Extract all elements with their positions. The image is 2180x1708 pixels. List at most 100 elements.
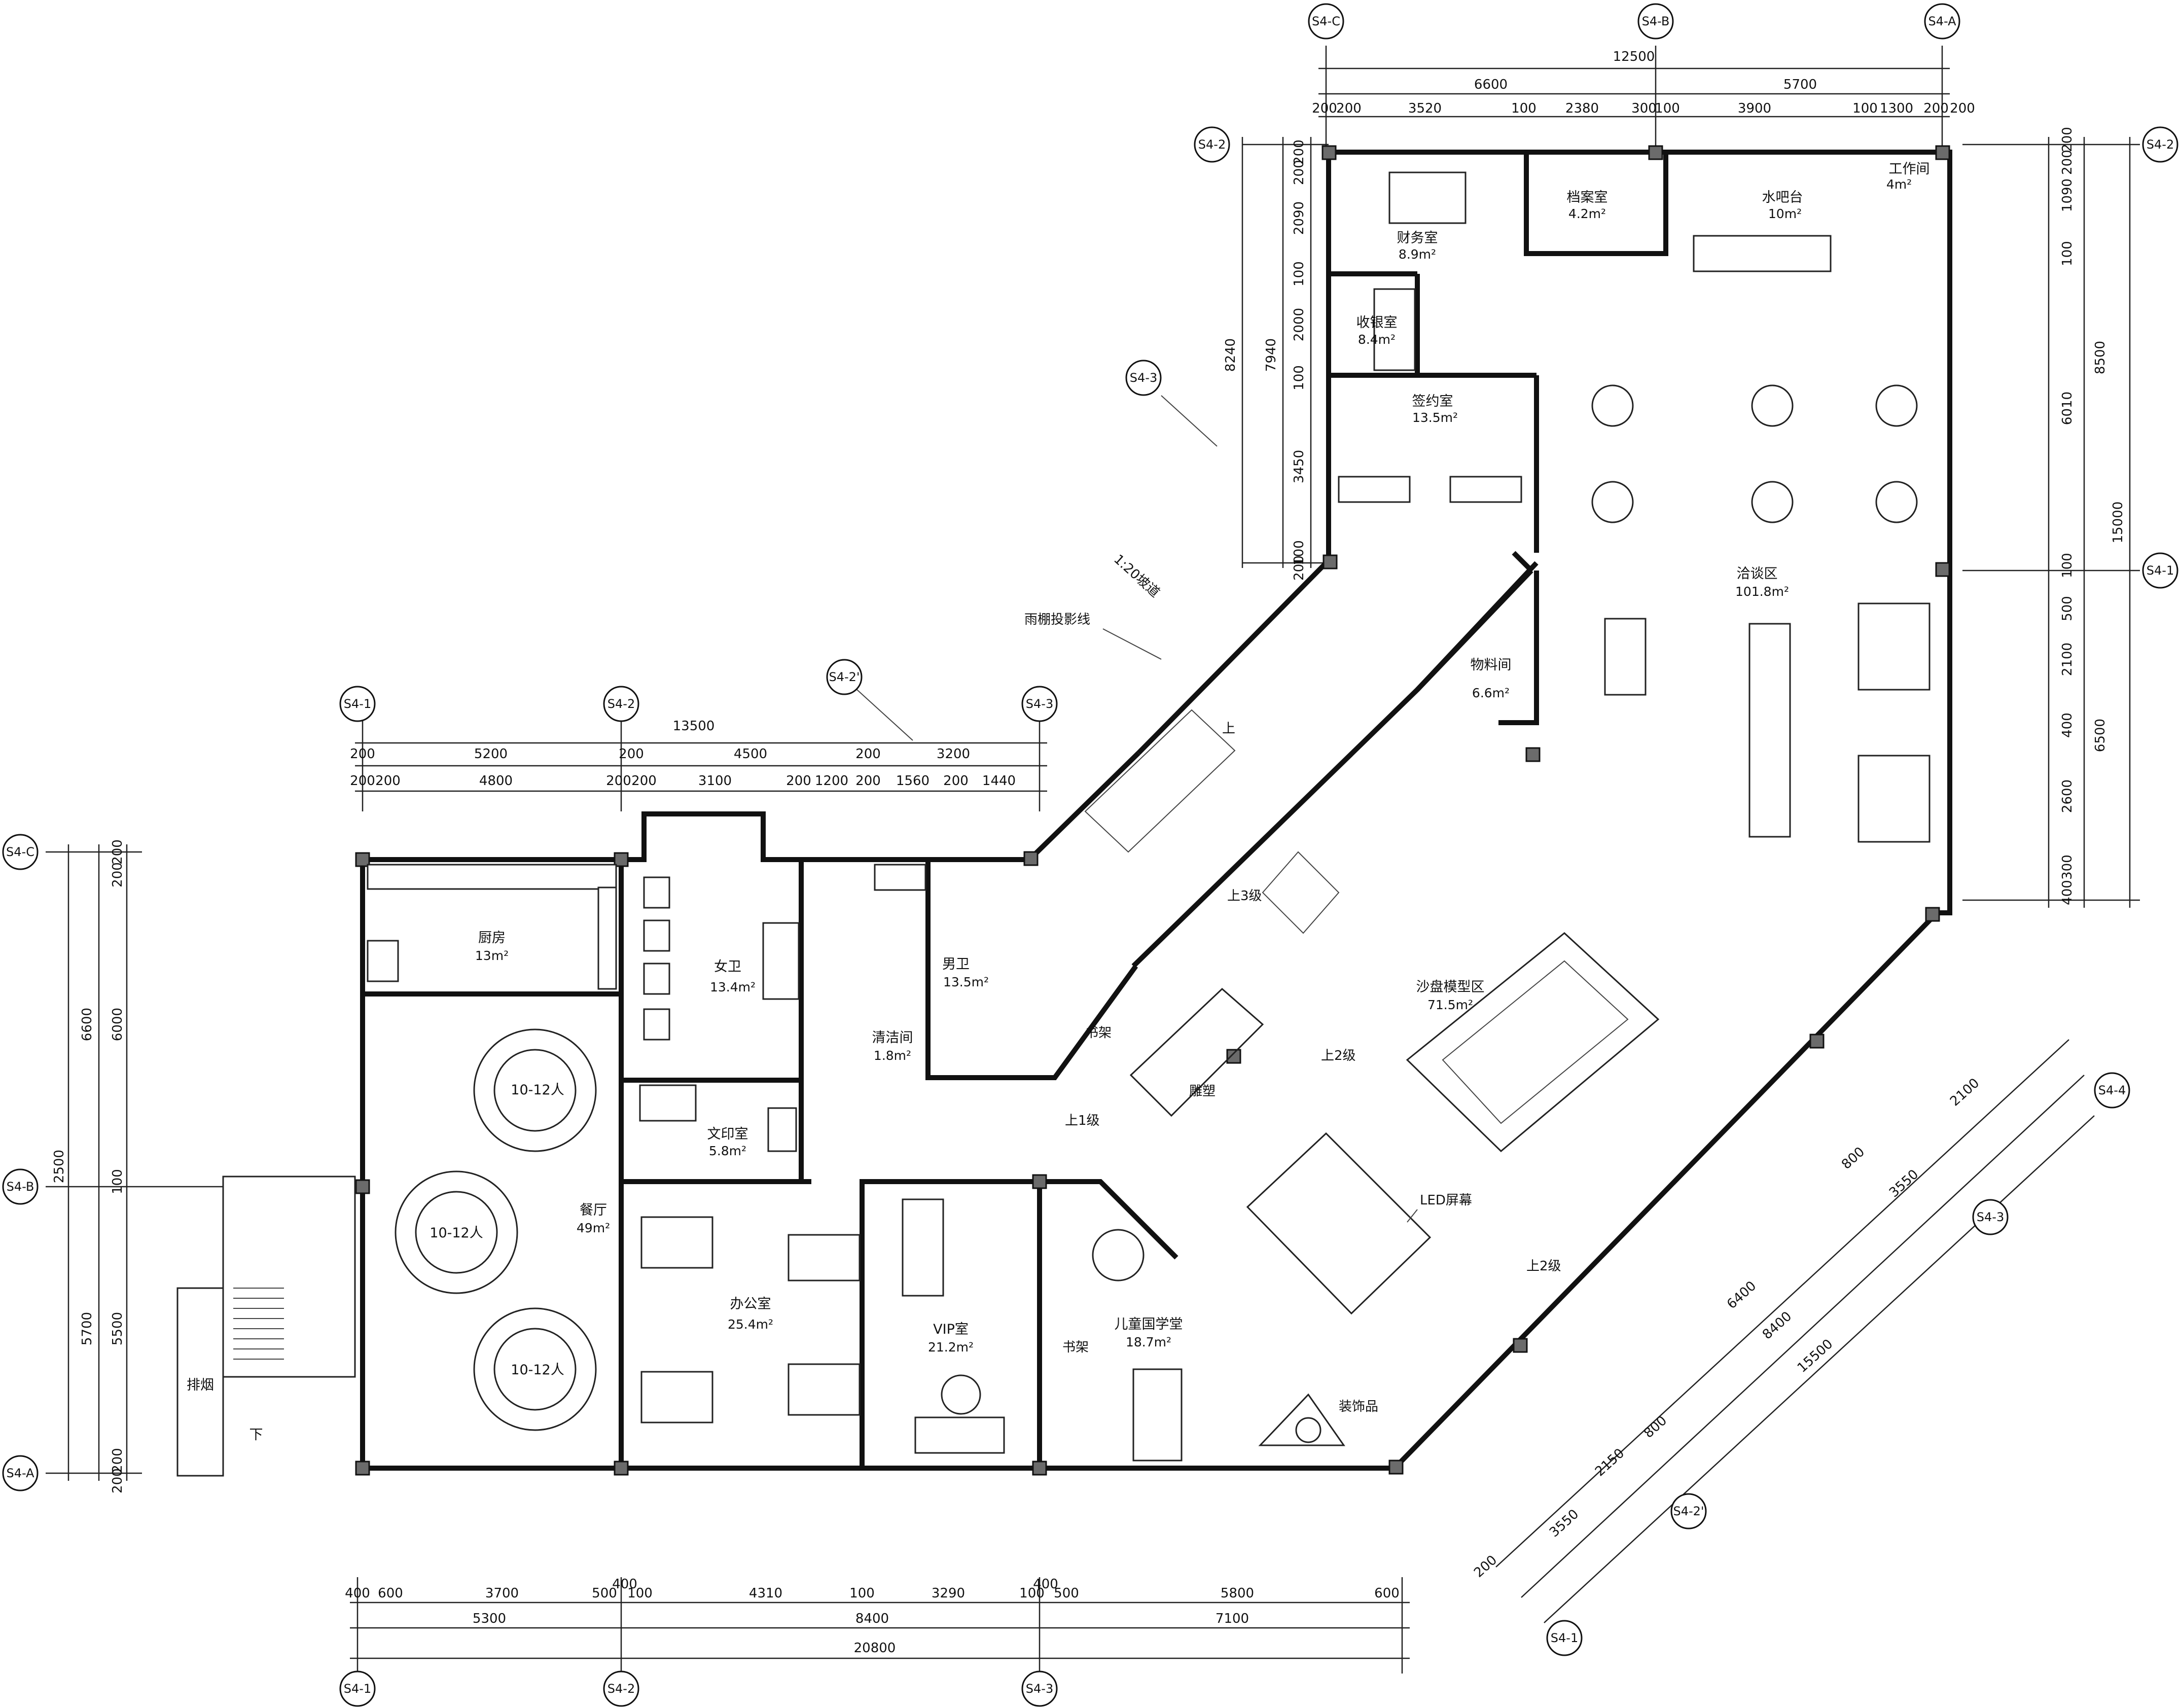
dim-left: 6000 — [110, 1008, 125, 1041]
axis-bubble — [339, 686, 376, 722]
dim-right: 400 — [2060, 880, 2075, 905]
female-wc-area: 13.4m² — [710, 980, 756, 994]
dim-right: 2600 — [2060, 779, 2075, 813]
dim-se: 15500 — [1795, 1336, 1836, 1376]
material-name: 物料间 — [1471, 657, 1512, 673]
smoke-label: 排烟 — [187, 1377, 214, 1393]
dim-left: 5700 — [80, 1312, 95, 1345]
cleaning-name: 清洁间 — [872, 1030, 913, 1046]
dim-mid: 1560 — [896, 773, 930, 789]
finance-name: 财务室 — [1397, 230, 1438, 246]
male-wc-area: 13.5m² — [943, 975, 989, 989]
round-table — [1875, 384, 1918, 427]
dim-bottom: 4310 — [749, 1586, 782, 1601]
dim-se: 200 — [1471, 1552, 1500, 1581]
dim-nw: 200 — [1292, 555, 1307, 581]
column — [1226, 1049, 1241, 1064]
kids-name: 儿童国学堂 — [1115, 1316, 1183, 1332]
axis-label: S4-2 — [2147, 137, 2174, 152]
axis-bubble — [826, 659, 863, 695]
dim-top-2: 2380 — [1565, 101, 1599, 116]
archive-area: 4.2m² — [1568, 206, 1606, 221]
column — [1388, 1460, 1404, 1475]
axis-bubble — [2, 1455, 39, 1491]
column — [355, 1179, 370, 1194]
copy-name: 文印室 — [707, 1126, 748, 1142]
dim-bottom: 400 — [612, 1577, 637, 1592]
dim-top-2: 3900 — [1738, 101, 1771, 116]
table-label: 10-12人 — [511, 1362, 564, 1378]
dim-bottom: 500 — [592, 1586, 617, 1601]
dim-se: 3550 — [1547, 1507, 1582, 1541]
axis-bubble — [1021, 686, 1058, 722]
nw-dimensions: 8240 7940 200 200 2090 100 2000 100 3450… — [1194, 126, 1329, 581]
nego-area: 101.8m² — [1735, 584, 1789, 599]
dim-bottom: 600 — [378, 1586, 403, 1601]
dim-top-total: 12500 — [1613, 49, 1655, 64]
dim-nw: 100 — [1292, 540, 1307, 565]
column — [1032, 1174, 1047, 1189]
dim-nw: 2000 — [1292, 308, 1307, 341]
dim-right: 200 — [2060, 150, 2075, 175]
dim-se: 6400 — [1724, 1278, 1759, 1312]
axis-bubble — [339, 1670, 376, 1707]
dim-top-1b: 5700 — [1783, 77, 1817, 92]
dim-mid: 200 — [375, 773, 401, 789]
axis-bubble — [2094, 1072, 2130, 1109]
axis-bubble — [1546, 1620, 1583, 1656]
axis-label: S4-2' — [1673, 1504, 1704, 1518]
right-dimensions: 8500 15000 6500 200 200 1090 100 6010 10… — [1962, 126, 2178, 908]
dim-se: 2100 — [1947, 1076, 1982, 1110]
work-area: 4m² — [1886, 177, 1912, 192]
axis-label: S4-3 — [1977, 1210, 2004, 1224]
dim-mid: 1200 — [815, 773, 848, 789]
dim-bottom: 400 — [345, 1586, 370, 1601]
dim-mid: 200 — [350, 773, 375, 789]
round-table — [1751, 481, 1794, 523]
sand-name: 沙盘模型区 — [1416, 979, 1485, 995]
dim-top-1a: 6600 — [1474, 77, 1508, 92]
dim-top-2: 200 — [1312, 101, 1337, 116]
top-dimensions: 12500 6600 5700 200 200 3520 100 2380 30… — [1308, 3, 1975, 152]
column — [1323, 554, 1338, 570]
dim-bottom: 5300 — [473, 1611, 506, 1626]
round-table — [1875, 481, 1918, 523]
finance-area: 8.9m² — [1399, 247, 1436, 262]
axis-label: S4-B — [7, 1180, 34, 1194]
kids-area: 18.7m² — [1126, 1335, 1171, 1349]
axis-label: S4-3 — [1130, 371, 1157, 385]
axis-bubble — [1670, 1493, 1707, 1529]
down-label: 下 — [249, 1427, 263, 1443]
column — [1321, 145, 1337, 160]
dim-mid: 200 — [350, 746, 375, 762]
dim-right: 200 — [2060, 127, 2075, 152]
bar-area: 10m² — [1768, 206, 1802, 221]
cleaning-area: 1.8m² — [874, 1048, 911, 1063]
axis-label: S4-1 — [344, 697, 371, 711]
column — [355, 1461, 370, 1476]
female-wc-name: 女卫 — [714, 959, 741, 975]
canopy-note: 雨棚投影线 — [1024, 612, 1090, 627]
cashier-name: 收银室 — [1356, 315, 1398, 331]
dim-left: 200 — [110, 1448, 125, 1473]
axis-label: S4-2 — [1198, 137, 1226, 152]
walls — [360, 150, 1952, 1471]
kitchen-name: 厨房 — [478, 930, 506, 946]
dim-nw: 200 — [1292, 160, 1307, 185]
axis-bubble — [1637, 3, 1674, 40]
led-note: LED屏幕 — [1420, 1193, 1472, 1208]
dim-mid: 200 — [855, 773, 881, 789]
axis-bubble — [2142, 552, 2178, 589]
dim-mid: 3100 — [698, 773, 732, 789]
dim-right: 8500 — [2093, 341, 2108, 374]
dim-bottom-total: 20800 — [854, 1641, 896, 1656]
bar-name: 水吧台 — [1762, 190, 1803, 205]
axis-bubble — [1972, 1199, 2009, 1235]
male-wc-name: 男卫 — [942, 956, 970, 972]
dining-name: 餐厅 — [580, 1202, 607, 1218]
dim-nw: 100 — [1292, 365, 1307, 390]
dim-mid: 4500 — [734, 746, 767, 762]
dim-bottom: 5800 — [1221, 1586, 1254, 1601]
room-labels: 厨房 13m² 10-12人 10-12人 10-12人 餐厅 49m² 排烟 … — [187, 161, 1930, 1443]
dim-left: 2500 — [52, 1150, 67, 1183]
